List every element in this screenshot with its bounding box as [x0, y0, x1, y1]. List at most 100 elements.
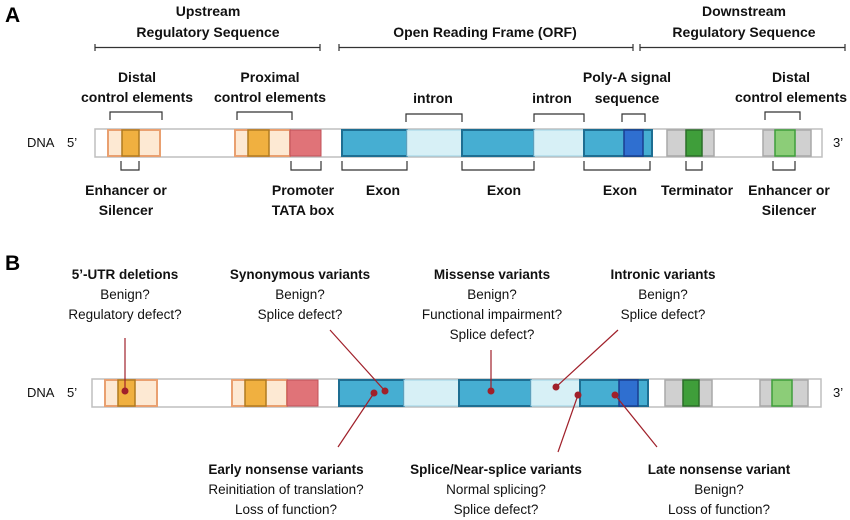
- enhancer-left-label-line1: Enhancer or: [85, 182, 167, 198]
- early-nonsense-line1: Reinitiation of translation?: [208, 482, 363, 497]
- utr-deletion-line2: Regulatory defect?: [68, 307, 181, 322]
- splice-line1: Normal splicing?: [446, 482, 546, 497]
- intronic-title: Intronic variants: [610, 267, 715, 282]
- late-nonsense-line2: Loss of function?: [668, 502, 770, 517]
- intron-1-box-b: [403, 379, 460, 407]
- distal-left-bracket: [109, 111, 163, 120]
- intronic-pointer-line: [555, 329, 619, 388]
- missense-line3: Splice defect?: [450, 327, 535, 342]
- early-nonsense-pointer-dot: [370, 389, 378, 397]
- downstream-header-line1: Downstream: [702, 3, 786, 19]
- intron-2-box: [533, 129, 585, 157]
- late-nonsense-pointer-line: [614, 394, 658, 448]
- synonymous-line2: Splice defect?: [258, 307, 343, 322]
- late-nonsense-line1: Benign?: [694, 482, 744, 497]
- missense-line2: Functional impairment?: [422, 307, 562, 322]
- proximal-core: [247, 129, 270, 157]
- intron-bracket-1: [405, 113, 463, 122]
- exon-3-label: Exon: [603, 182, 637, 198]
- late-nonsense-title: Late nonsense variant: [648, 462, 791, 477]
- enhancer-right-bracket: [772, 161, 796, 171]
- panel-b-letter: B: [5, 252, 20, 275]
- promoter-tata-box: [289, 129, 322, 157]
- exon-2-label: Exon: [487, 182, 521, 198]
- proximal-label-line1: Proximal: [240, 69, 299, 85]
- promoter-label-line1: Promoter: [272, 182, 335, 198]
- promoter-label-line2: TATA box: [272, 202, 335, 218]
- intron-1-box: [406, 129, 463, 157]
- missense-title: Missense variants: [434, 267, 550, 282]
- exon-1-label: Exon: [366, 182, 400, 198]
- enhancer-right-label-line2: Silencer: [762, 202, 817, 218]
- promoter-box-b: [286, 379, 319, 407]
- polya-label-line1: Poly-A signal: [583, 69, 671, 85]
- splice-title: Splice/Near-splice variants: [410, 462, 582, 477]
- upstream-header-line1: Upstream: [176, 3, 241, 19]
- enhancer-right-label-line1: Enhancer or: [748, 182, 830, 198]
- distal-right-bracket: [764, 111, 801, 120]
- exon-2-box-b: [458, 379, 532, 407]
- dna-strand-b: [91, 378, 822, 408]
- dna-label-b: DNA: [27, 385, 55, 400]
- proximal-core-b: [244, 379, 267, 407]
- utr-deletion-line1: Benign?: [100, 287, 150, 302]
- utr-pointer-dot: [121, 387, 129, 395]
- proximal-bracket: [236, 111, 293, 120]
- three-prime-b: 3’: [833, 385, 843, 400]
- dna-strand-a: [94, 128, 823, 158]
- intron-bracket-2: [533, 113, 585, 122]
- enhancer-left-label-line2: Silencer: [99, 202, 154, 218]
- intron-label-1: intron: [413, 90, 453, 106]
- early-nonsense-title: Early nonsense variants: [208, 462, 363, 477]
- splice-pointer-dot: [574, 391, 582, 399]
- upstream-bracket: [94, 44, 321, 51]
- intron-label-2: intron: [532, 90, 572, 106]
- exon-2-box: [461, 129, 535, 157]
- downstream-bracket: [639, 44, 846, 51]
- intronic-pointer-dot: [552, 383, 560, 391]
- distal-right-core: [774, 129, 796, 157]
- splice-pointer-line: [557, 394, 579, 453]
- upstream-header-line2: Regulatory Sequence: [136, 24, 279, 40]
- terminator-bracket: [685, 161, 703, 171]
- terminator-label: Terminator: [661, 182, 734, 198]
- orf-bracket: [338, 44, 634, 51]
- enhancer-left-bracket: [120, 161, 140, 171]
- downstream-header-line2: Regulatory Sequence: [672, 24, 815, 40]
- missense-line1: Benign?: [467, 287, 517, 302]
- late-nonsense-pointer-dot: [611, 391, 619, 399]
- intronic-line2: Splice defect?: [621, 307, 706, 322]
- distal-left-label-line1: Distal: [118, 69, 156, 85]
- early-nonsense-line2: Loss of function?: [235, 502, 337, 517]
- synonymous-pointer-dot: [381, 387, 389, 395]
- dna-label-a: DNA: [27, 135, 55, 150]
- distal-right-core-b: [771, 379, 793, 407]
- splice-line2: Splice defect?: [454, 502, 539, 517]
- exon-1-bracket: [341, 161, 408, 171]
- synonymous-line1: Benign?: [275, 287, 325, 302]
- promoter-bracket: [290, 161, 322, 171]
- early-nonsense-pointer-line: [337, 392, 375, 448]
- exon-3-bracket: [583, 161, 651, 171]
- terminator-core: [685, 129, 703, 157]
- missense-pointer-dot: [487, 387, 495, 395]
- polya-signal-box: [623, 129, 644, 157]
- synonymous-title: Synonymous variants: [230, 267, 370, 282]
- panel-a-letter: A: [5, 4, 20, 27]
- intronic-line1: Benign?: [638, 287, 688, 302]
- utr-deletion-title: 5’-UTR deletions: [72, 267, 179, 282]
- terminator-core-b: [682, 379, 700, 407]
- five-prime-a: 5’: [67, 135, 77, 150]
- proximal-label-line2: control elements: [214, 89, 326, 105]
- polya-bracket: [621, 113, 646, 122]
- distal-right-label-line2: control elements: [735, 89, 847, 105]
- synonymous-pointer-line: [329, 329, 386, 392]
- polya-signal-box-b: [618, 379, 639, 407]
- distal-left-label-line2: control elements: [81, 89, 193, 105]
- five-prime-b: 5’: [67, 385, 77, 400]
- polya-label-line2: sequence: [595, 90, 660, 106]
- exon-2-bracket: [461, 161, 535, 171]
- three-prime-a: 3’: [833, 135, 843, 150]
